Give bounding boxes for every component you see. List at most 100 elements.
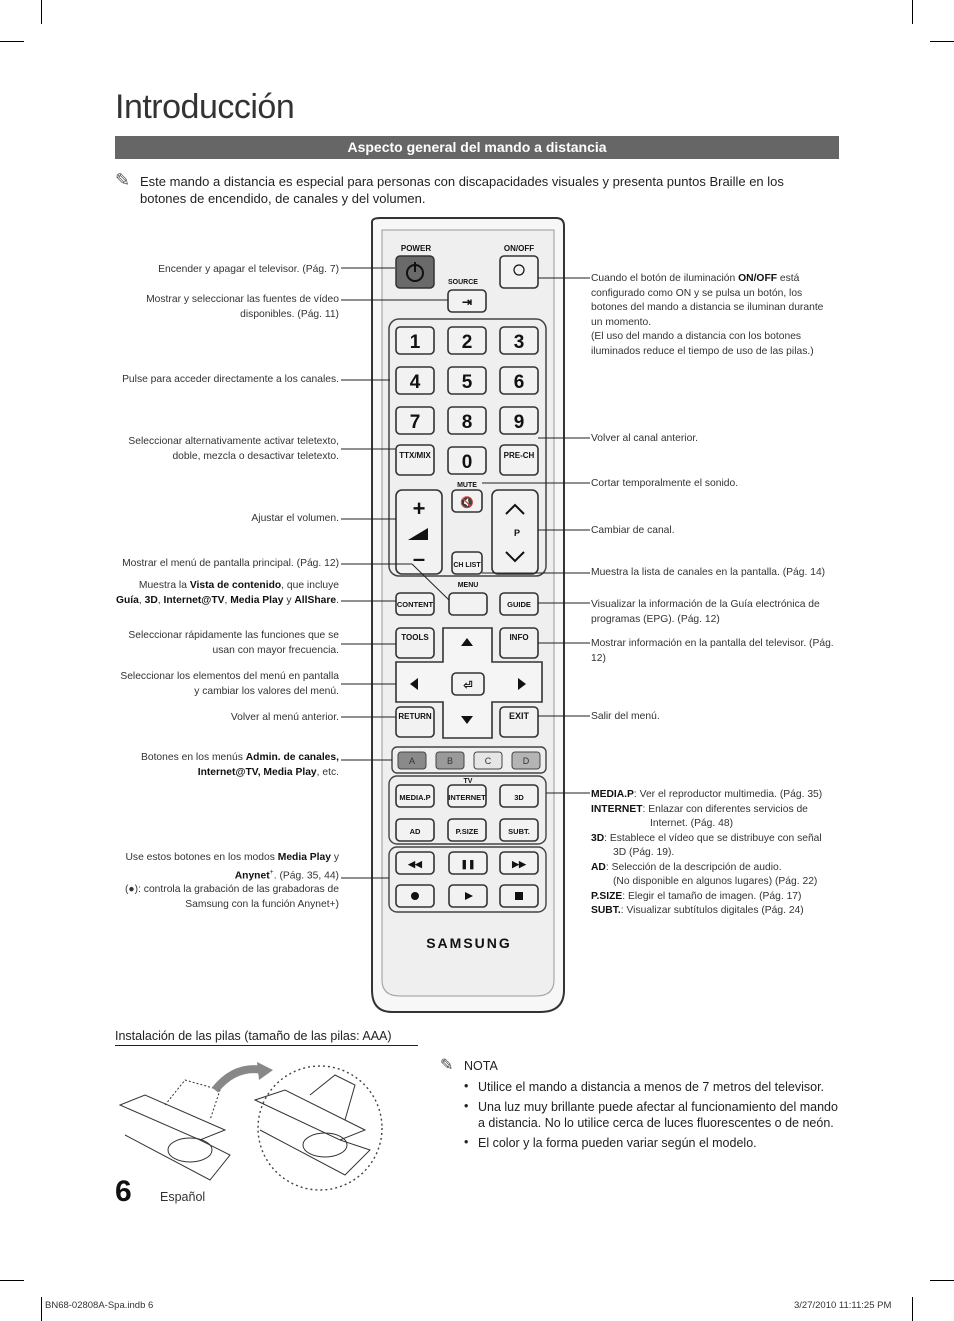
battery-slot-left xyxy=(167,1137,213,1163)
list-item: El color y la forma pueden variar según … xyxy=(464,1134,844,1152)
media-desc-psize: P.SIZE: Elegir el tamaño de imagen. (Pág… xyxy=(591,890,802,902)
digit-4-label: 4 xyxy=(410,372,421,393)
digit-6-button[interactable] xyxy=(499,366,539,395)
crop-mark xyxy=(930,41,954,42)
crop-mark xyxy=(41,0,42,24)
chlist-button[interactable] xyxy=(451,551,483,575)
crop-mark xyxy=(0,41,24,42)
channel-down-icon xyxy=(505,551,525,563)
stop-icon xyxy=(515,892,523,900)
digit-3-button[interactable] xyxy=(499,326,539,355)
media-key-button[interactable] xyxy=(499,818,539,842)
label-color-keys: Botones en los menús Admin. de canales, … xyxy=(140,752,339,778)
label-menu: Mostrar el menú de pantalla principal. (… xyxy=(122,558,339,569)
crop-mark xyxy=(41,1297,42,1321)
footer-file: BN68-02808A-Spa.indb 6 xyxy=(45,1300,154,1311)
enter-button[interactable] xyxy=(451,672,485,696)
source-button[interactable] xyxy=(447,289,487,313)
remote-back-right xyxy=(253,1089,367,1141)
fastforward-button[interactable] xyxy=(499,851,539,875)
label-navigation: Seleccionar los elementos del menú en pa… xyxy=(120,671,339,697)
media-key-button[interactable] xyxy=(499,784,539,808)
label-chlist: Muestra la lista de canales en la pantal… xyxy=(591,567,826,578)
media-key-label: AD xyxy=(410,827,421,836)
digit-7-label: 7 xyxy=(410,412,421,433)
volume-rocker[interactable] xyxy=(395,489,443,575)
label-channels: Pulse para acceder directamente a los ca… xyxy=(122,374,339,385)
playback-frame xyxy=(388,846,547,913)
tools-button[interactable] xyxy=(395,627,435,659)
ttx-label: TTX/MIX xyxy=(399,451,431,460)
content-button[interactable] xyxy=(395,592,435,616)
light-bulb-icon xyxy=(513,264,525,276)
label-prech: Volver al canal anterior. xyxy=(591,433,699,444)
digit-5-button[interactable] xyxy=(447,366,487,395)
chlist-label: CH LIST xyxy=(453,562,481,569)
remote-side-right xyxy=(259,1129,371,1176)
digit-9-button[interactable] xyxy=(499,406,539,435)
media-key-label: INTERNET xyxy=(448,793,486,802)
digit-4-button[interactable] xyxy=(395,366,435,395)
media-desc-subt: SUBT.: Visualizar subtítulos digitales (… xyxy=(591,905,804,916)
media-key-label: P.SIZE xyxy=(456,827,479,836)
pause-icon: ❚❚ xyxy=(460,859,475,870)
media-desc-ad-cont: (No disponible en algunos lugares) (Pág.… xyxy=(613,876,818,887)
digit-8-button[interactable] xyxy=(447,406,487,435)
label-info: Mostrar información en la pantalla del t… xyxy=(591,638,834,664)
guide-button[interactable] xyxy=(499,592,539,616)
media-desc-internet: INTERNET: Enlazar con diferentes servici… xyxy=(591,803,808,815)
digit-8-label: 8 xyxy=(462,412,473,433)
samsung-logo: SAMSUNG xyxy=(426,935,512,951)
color-key-b[interactable] xyxy=(435,751,465,770)
arrow-up-icon xyxy=(461,638,473,646)
color-key-c[interactable] xyxy=(473,751,503,770)
media-key-button[interactable] xyxy=(447,818,487,842)
onoff-button[interactable] xyxy=(499,255,539,289)
media-key-button[interactable] xyxy=(395,818,435,842)
onoff-label: ON/OFF xyxy=(504,244,534,253)
volume-down-icon: – xyxy=(413,546,425,571)
label-source: Mostrar y seleccionar las fuentes de víd… xyxy=(146,294,339,320)
mute-button[interactable] xyxy=(451,489,483,513)
digit-6-label: 6 xyxy=(514,372,525,393)
digit-0-label: 0 xyxy=(462,452,473,473)
color-key-a[interactable] xyxy=(397,751,427,770)
pause-button[interactable] xyxy=(448,851,488,875)
play-icon xyxy=(465,892,473,900)
channel-rocker[interactable] xyxy=(491,489,539,575)
color-key-d[interactable] xyxy=(511,751,541,770)
exit-button[interactable] xyxy=(499,706,539,738)
remote-side-left xyxy=(124,1134,231,1181)
label-guide: Visualizar la información de la Guía ele… xyxy=(591,599,820,625)
media-key-button[interactable] xyxy=(395,784,435,808)
media-key-button[interactable] xyxy=(447,784,487,808)
menu-button[interactable] xyxy=(448,592,488,616)
footer-timestamp: 3/27/2010 11:11:25 PM xyxy=(794,1300,892,1311)
exit-label: EXIT xyxy=(509,711,530,721)
prech-button[interactable] xyxy=(499,444,539,476)
label-teletext: Seleccionar alternativamente activar tel… xyxy=(128,436,339,462)
ttx-button[interactable] xyxy=(395,444,435,476)
rewind-icon: ◀◀ xyxy=(407,859,423,869)
digit-3-label: 3 xyxy=(514,332,525,353)
media-keys-frame xyxy=(388,775,547,845)
mute-icon: 🔇 xyxy=(460,496,474,509)
battery-header-underline xyxy=(115,1045,418,1046)
mute-label: MUTE xyxy=(457,482,477,489)
rewind-button[interactable] xyxy=(395,851,435,875)
volume-icon xyxy=(408,528,428,540)
nota-title: NOTA xyxy=(464,1059,498,1073)
digit-1-button[interactable] xyxy=(395,326,435,355)
digit-7-button[interactable] xyxy=(395,406,435,435)
volume-up-icon: + xyxy=(413,496,426,521)
digit-0-button[interactable] xyxy=(447,446,487,475)
power-label: POWER xyxy=(401,244,431,253)
pencil-note-icon: ✎ xyxy=(115,170,131,190)
media-desc-3d: 3D: Establece el vídeo que se distribuye… xyxy=(591,832,822,844)
digit-2-button[interactable] xyxy=(447,326,487,355)
guide-label: GUIDE xyxy=(507,600,531,609)
label-tools: Seleccionar rápidamente las funciones qu… xyxy=(128,630,339,656)
return-button[interactable] xyxy=(395,706,435,738)
source-label: SOURCE xyxy=(448,279,478,286)
crop-mark xyxy=(912,1297,913,1321)
